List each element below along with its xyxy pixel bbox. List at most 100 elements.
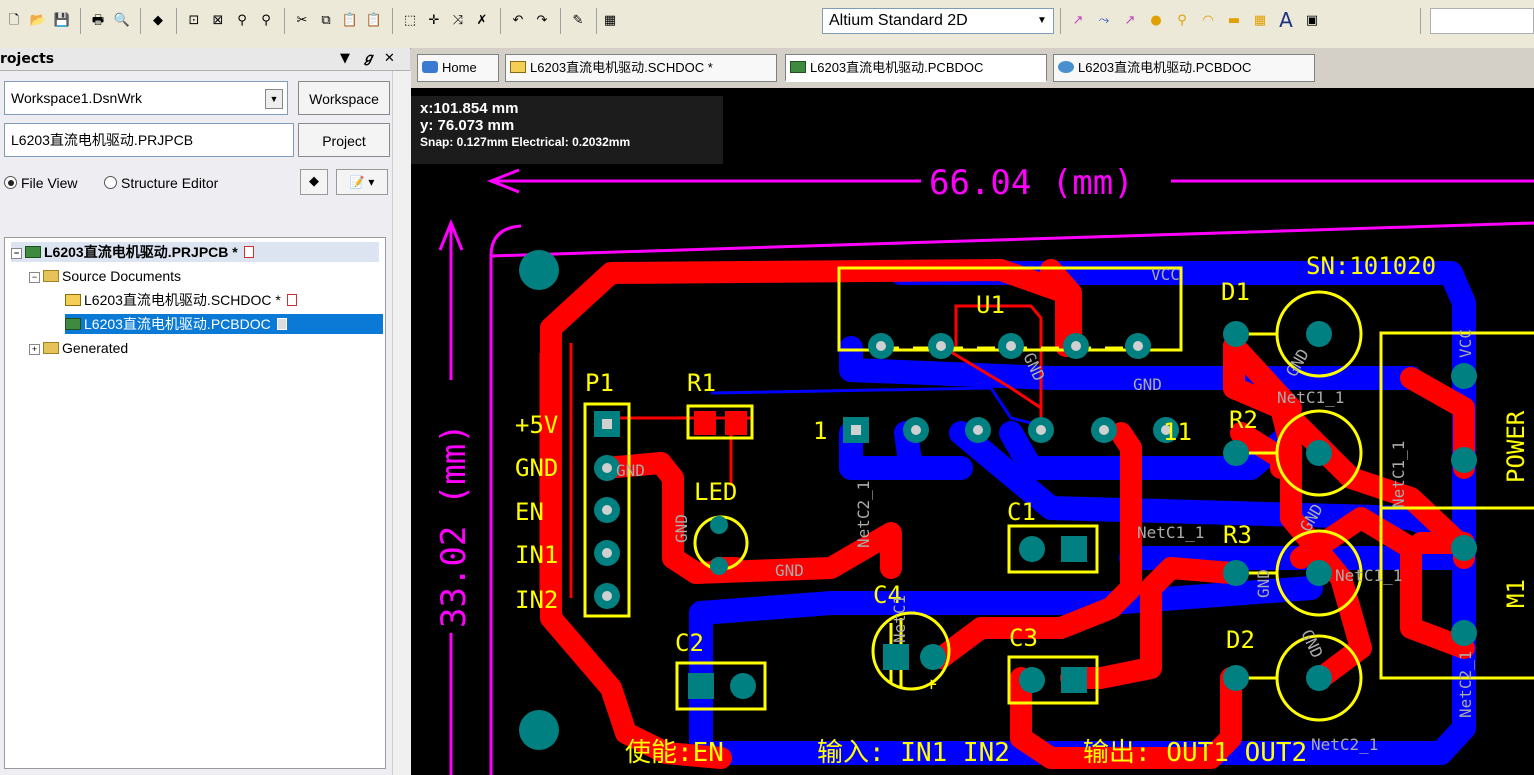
move-icon[interactable]: ✛ <box>428 12 440 28</box>
pcb-project-icon <box>25 246 41 258</box>
toolbar-separator <box>80 8 81 34</box>
close-icon[interactable]: ✕ <box>384 51 395 66</box>
crossprobe-icon[interactable]: ✎ <box>572 12 584 28</box>
modified-document-icon <box>286 294 297 306</box>
p1-label-gnd: GND <box>515 454 558 482</box>
tree-item-schdoc[interactable]: L6203直流电机驱动.SCHDOC * <box>65 290 297 310</box>
u1-pad-holes <box>851 341 1171 435</box>
pin-icon[interactable]: ℊ <box>362 51 376 66</box>
place-fill-icon[interactable]: ▬ <box>1227 12 1241 28</box>
radio-file-view[interactable]: File View <box>4 173 78 193</box>
place-arc-icon[interactable]: ◠ <box>1202 12 1214 28</box>
panel-scrollbar[interactable] <box>392 71 411 775</box>
zoom-area-icon[interactable]: ⊠ <box>212 12 224 28</box>
cut-icon[interactable]: ✂ <box>296 12 308 28</box>
document-tabs: Home L6203直流电机驱动.SCHDOC * L6203直流电机驱动.PC… <box>411 48 1534 88</box>
add-document-dropdown[interactable]: 📝 ▾ <box>336 169 388 195</box>
p1-label-en: EN <box>515 498 544 526</box>
r1-pad <box>725 411 747 435</box>
radio-structure-editor[interactable]: Structure Editor <box>104 173 218 193</box>
tab-pcbdoc[interactable]: L6203直流电机驱动.PCBDOC <box>785 54 1047 82</box>
expand-icon[interactable]: + <box>29 344 40 355</box>
tree-item-pcbdoc[interactable]: L6203直流电机驱动.PCBDOC <box>65 314 383 334</box>
tab-label: Home <box>442 60 477 75</box>
chevron-down-icon[interactable]: ▼ <box>265 89 283 109</box>
schematic-document-icon <box>65 294 81 306</box>
project-button[interactable]: Project <box>298 123 390 157</box>
bottom-thin-trace <box>710 386 1052 430</box>
c1-pad <box>1019 536 1045 562</box>
net-label: NetC1_1 <box>1277 388 1344 407</box>
browse-components-icon[interactable]: ▦ <box>603 12 617 28</box>
panel-menu-icon[interactable]: ▼ <box>340 51 350 66</box>
diff-pair-routing-icon[interactable]: ⤳ <box>1098 12 1110 28</box>
place-component-icon[interactable]: ▣ <box>1305 12 1319 28</box>
clear-icon[interactable]: ✗ <box>476 12 488 28</box>
undo-icon[interactable]: ↶ <box>512 12 524 28</box>
layer-icon-button[interactable]: ◆ <box>300 169 328 195</box>
net-label: GND <box>1133 375 1162 394</box>
power-designator: POWER <box>1502 410 1530 483</box>
net-label: VCC <box>1456 329 1475 358</box>
c1-designator: C1 <box>1007 498 1036 526</box>
new-document-icon[interactable]: 🗋 <box>8 12 20 28</box>
p1-label-in1: IN1 <box>515 541 558 569</box>
zoom-fit-icon[interactable]: ⊡ <box>188 12 200 28</box>
toolbar-separator <box>560 8 561 34</box>
chevron-down-icon[interactable]: ▼ <box>1037 15 1047 26</box>
workspace-select[interactable]: Workspace1.DsnWrk ▼ <box>4 81 288 115</box>
coordinate-hud: x:101.854 mm y: 76.073 mm Snap: 0.127mm … <box>411 96 723 164</box>
m1-designator: M1 <box>1502 579 1530 608</box>
net-label: NetC2_1 <box>1456 651 1475 718</box>
rubber-stamp-icon[interactable]: 📋 <box>365 12 383 28</box>
view-mode-select[interactable]: Altium Standard 2D ▼ <box>822 8 1054 34</box>
tab-schdoc[interactable]: L6203直流电机驱动.SCHDOC * <box>505 54 777 82</box>
place-pad-icon[interactable]: ⚲ <box>1177 12 1187 28</box>
place-polygon-icon[interactable]: ▦ <box>1253 12 1267 28</box>
p1-label-5v: +5V <box>515 411 558 439</box>
project-field[interactable]: L6203直流电机驱动.PRJPCB <box>4 123 294 157</box>
collapse-icon[interactable]: − <box>11 248 22 259</box>
pcb-canvas[interactable]: 66.04 (mm) 33.02 (mm) <box>411 88 1534 775</box>
enable-label: 使能:EN <box>625 738 724 768</box>
zoom-filter-icon[interactable]: ⚲ <box>261 12 271 28</box>
schematic-document-icon <box>510 61 526 73</box>
folder-icon <box>43 342 59 354</box>
tab-pcbdoc-web[interactable]: L6203直流电机驱动.PCBDOC <box>1053 54 1315 82</box>
place-string-icon[interactable]: A <box>1279 8 1293 32</box>
tab-home[interactable]: Home <box>417 54 499 82</box>
select-area-icon[interactable]: ⬚ <box>403 12 417 28</box>
copy-icon[interactable]: ⧉ <box>321 12 331 28</box>
view-mode-value: Altium Standard 2D <box>829 12 968 29</box>
projects-panel-header: rojects ▼ ℊ ✕ <box>0 48 410 71</box>
r1-pad <box>694 411 716 435</box>
workspace-button[interactable]: Workspace <box>298 81 390 115</box>
tree-item-source-documents[interactable]: −Source Documents <box>29 266 181 286</box>
main-toolbar: 🗋 📂 💾 🖶 🔍 ◆ ⊡ ⊠ ⚲ ⚲ ✂ ⧉ 📋 📋 ⬚ ✛ ⤨ ✗ ↶ ↷ … <box>0 0 1534 49</box>
r1-designator: R1 <box>687 369 716 397</box>
net-label: GND <box>775 561 804 580</box>
zoom-selected-icon[interactable]: ⚲ <box>237 12 247 28</box>
place-via-icon[interactable]: ● <box>1150 12 1162 28</box>
interactive-routing-icon[interactable]: ↗ <box>1072 12 1084 28</box>
radio-dot <box>4 176 17 189</box>
r3-designator: R3 <box>1223 521 1252 549</box>
dim-height-label: 33.02 (mm) <box>434 423 474 628</box>
redo-icon[interactable]: ↷ <box>536 12 548 28</box>
deselect-icon[interactable]: ⤨ <box>452 12 464 28</box>
open-folder-icon[interactable]: 📂 <box>29 12 47 28</box>
home-icon <box>422 61 438 73</box>
print-preview-icon[interactable]: 🔍 <box>113 12 131 28</box>
m1-connector-outline <box>1379 506 1534 680</box>
paste-icon[interactable]: 📋 <box>341 12 359 28</box>
collapse-icon[interactable]: − <box>29 272 40 283</box>
tree-item-project[interactable]: −L6203直流电机驱动.PRJPCB * <box>11 242 379 262</box>
layer-stack-icon[interactable]: ◆ <box>153 12 163 28</box>
tree-item-generated[interactable]: +Generated <box>29 338 128 358</box>
save-icon[interactable]: 💾 <box>53 12 71 28</box>
dim-width-arrow <box>486 168 520 194</box>
multi-routing-icon[interactable]: ↗ <box>1124 12 1136 28</box>
toolbar-search-input[interactable] <box>1430 8 1534 34</box>
d1-designator: D1 <box>1221 278 1250 306</box>
print-icon[interactable]: 🖶 <box>91 12 105 28</box>
